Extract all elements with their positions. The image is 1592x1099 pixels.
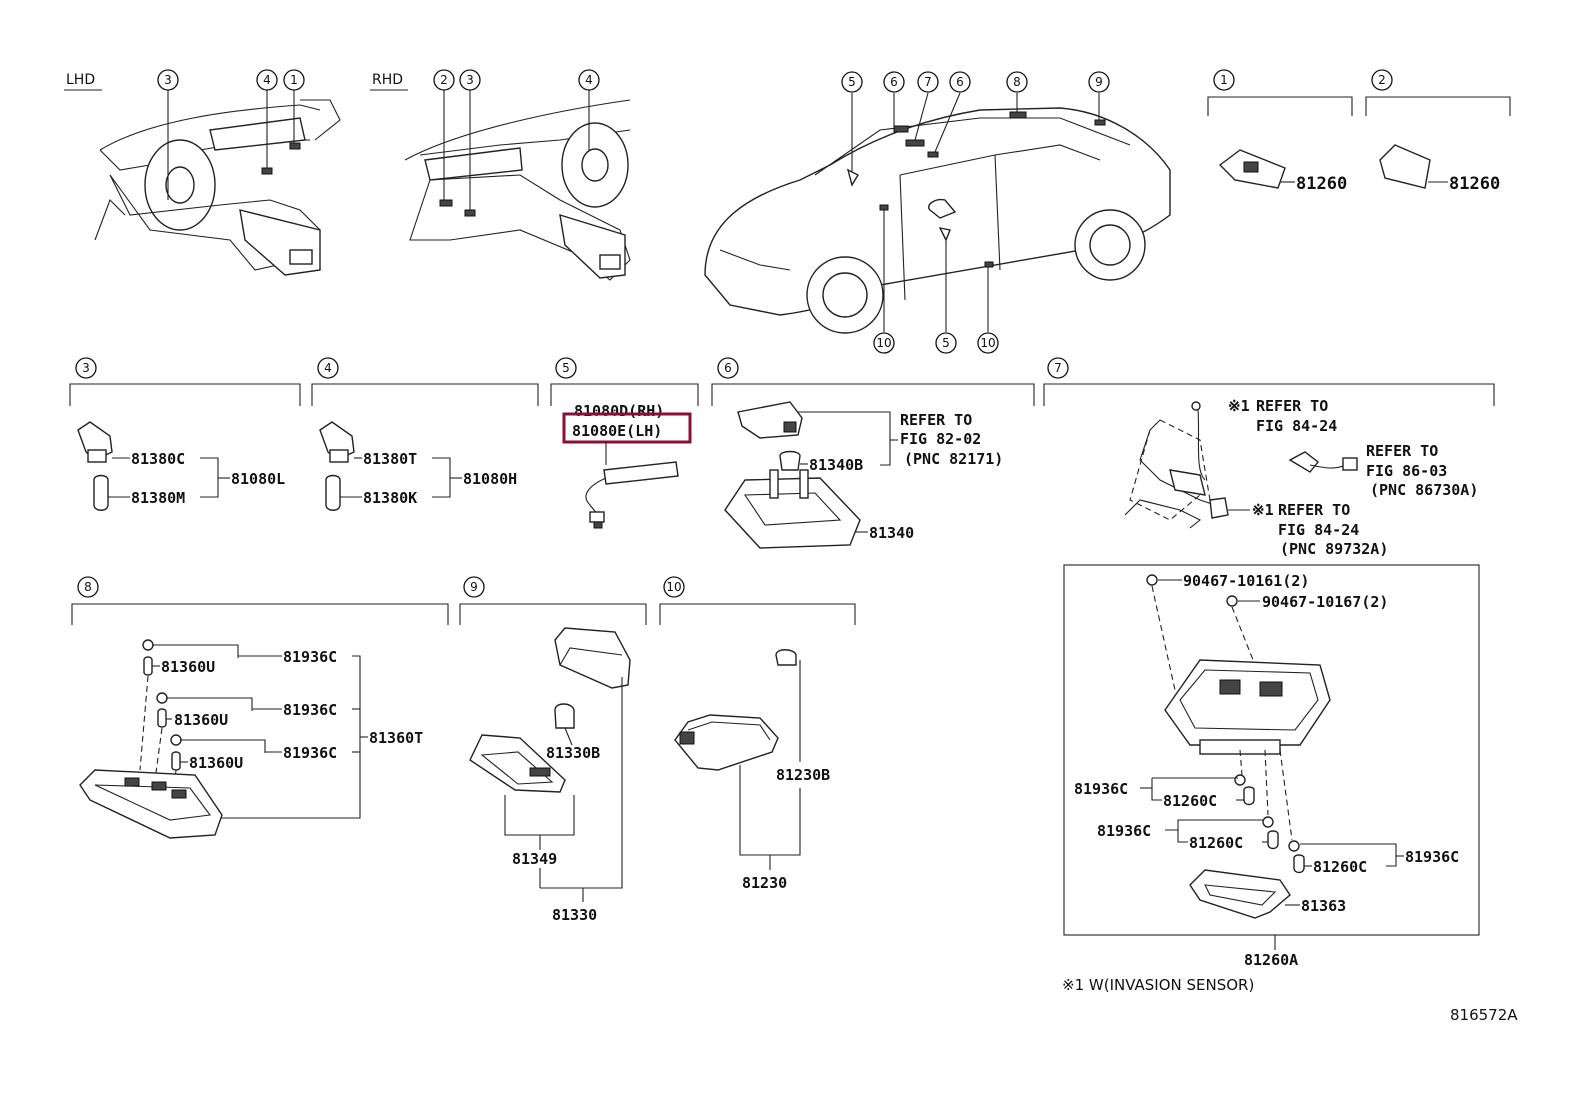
section-2-callout: 2 <box>1378 73 1386 87</box>
car-view <box>704 92 1171 334</box>
section-9-callout: 9 <box>470 580 478 594</box>
section-7-callout: 7 <box>1054 361 1062 375</box>
section-5: 5 81080D(RH) 81080E(LH) <box>550 357 699 529</box>
ref-7a-line2: FIG 84-24 <box>1256 417 1337 435</box>
part-81260c-2: 81260C <box>1189 834 1243 852</box>
callout-8: 8 <box>1013 75 1021 89</box>
callout-4: 4 <box>585 73 593 87</box>
part-81330: 81330 <box>552 906 597 924</box>
ref-7c-line3: (PNC 89732A) <box>1280 540 1388 558</box>
callout-9: 9 <box>1095 75 1103 89</box>
section-1-callout: 1 <box>1220 73 1228 87</box>
ref-7a-mark: ※1 <box>1228 397 1250 415</box>
top-callouts: 3 4 1 2 3 4 5 6 7 6 8 9 10 5 10 <box>157 69 1110 354</box>
callout-10: 10 <box>980 336 995 350</box>
part-81260c-1: 81260C <box>1163 792 1217 810</box>
part-81936c-4: 81936C <box>1074 780 1128 798</box>
part-81260c-3: 81260C <box>1313 858 1367 876</box>
ref-7b-line3: (PNC 86730A) <box>1370 481 1478 499</box>
part-81360t: 81360T <box>369 729 423 747</box>
part-81936c-6: 81936C <box>1405 848 1459 866</box>
callout-2: 2 <box>440 73 448 87</box>
ref-7b-line1: REFER TO <box>1366 442 1438 460</box>
part-81330b: 81330B <box>546 744 600 762</box>
footnote: ※1 W(INVASION SENSOR) <box>1062 976 1254 994</box>
part-81230b: 81230B <box>776 766 830 784</box>
part-81360u-3: 81360U <box>189 754 243 772</box>
section-1: 1 81260 <box>1207 69 1353 194</box>
callout-5: 5 <box>942 336 950 350</box>
callout-7: 7 <box>924 75 932 89</box>
section-3-callout: 3 <box>82 361 90 375</box>
figure-id: 816572A <box>1450 1006 1518 1024</box>
part-81080d: 81080D(RH) <box>574 402 664 420</box>
section-6: 6 REFER TO FIG 82-02 (PNC 82171) 81340B … <box>711 357 1035 549</box>
callout-5: 5 <box>848 75 856 89</box>
part-81380m: 81380M <box>131 489 185 507</box>
ref-7c-line1: REFER TO <box>1278 501 1350 519</box>
part-81080l: 81080L <box>231 470 285 488</box>
part-81260a: 81260A <box>1244 951 1298 969</box>
section-10: 10 81230B 81230 <box>659 576 856 892</box>
part-81080h: 81080H <box>463 470 517 488</box>
callout-1: 1 <box>290 73 298 87</box>
part-81260-b: 81260 <box>1449 174 1500 194</box>
ref-6-line2: FIG 82-02 <box>900 430 981 448</box>
section-2: 2 81260 <box>1365 69 1511 194</box>
part-81936c-5: 81936C <box>1097 822 1151 840</box>
part-90467-10161: 90467-10161(2) <box>1183 572 1309 590</box>
section-8-callout: 8 <box>84 580 92 594</box>
section-7: 7 ※1 REFER TO FIG 84-24 REFER TO FIG 86-… <box>1043 357 1495 558</box>
rhd-label: RHD <box>372 72 403 88</box>
section-8: 8 81360U 81360U 81360U 81936C 81936C 819… <box>71 576 449 839</box>
callout-10: 10 <box>876 336 891 350</box>
part-81380c: 81380C <box>131 450 185 468</box>
highlight-box <box>562 412 692 444</box>
part-81380k: 81380K <box>363 489 417 507</box>
callout-6: 6 <box>890 75 898 89</box>
part-81936c-3: 81936C <box>283 744 337 762</box>
part-81360u-2: 81360U <box>174 711 228 729</box>
lhd-dashboard-view: LHD <box>64 72 341 276</box>
callout-4: 4 <box>263 73 271 87</box>
part-81340: 81340 <box>869 524 914 542</box>
ref-7c-mark: ※1 <box>1252 501 1274 519</box>
section-5-callout: 5 <box>562 361 570 375</box>
callout-6: 6 <box>956 75 964 89</box>
ref-7a-line1: REFER TO <box>1256 397 1328 415</box>
part-81080e: 81080E(LH) <box>572 422 662 440</box>
section-10-callout: 10 <box>666 580 681 594</box>
ref-7c-line2: FIG 84-24 <box>1278 521 1359 539</box>
section-6-callout: 6 <box>724 361 732 375</box>
part-81936c-1: 81936C <box>283 648 337 666</box>
section-9: 9 81330B 81349 81330 <box>459 576 647 924</box>
ref-7b-line2: FIG 86-03 <box>1366 462 1447 480</box>
section-3: 3 81380C 81380M 81080L <box>69 357 301 511</box>
part-81340b: 81340B <box>809 456 863 474</box>
part-81360u-1: 81360U <box>161 658 215 676</box>
part-81936c-2: 81936C <box>283 701 337 719</box>
console-assembly-box: 90467-10161(2) 90467-10167(2) 81936C 812… <box>1063 564 1480 969</box>
callout-3: 3 <box>466 73 474 87</box>
ref-6-line1: REFER TO <box>900 411 972 429</box>
part-81260-a: 81260 <box>1296 174 1347 194</box>
section-4-callout: 4 <box>324 361 332 375</box>
part-81380t: 81380T <box>363 450 417 468</box>
callout-3: 3 <box>164 73 172 87</box>
part-81363: 81363 <box>1301 897 1346 915</box>
part-81349: 81349 <box>512 850 557 868</box>
rhd-dashboard-view: RHD <box>370 72 631 281</box>
part-90467-10167: 90467-10167(2) <box>1262 593 1388 611</box>
section-4: 4 81380T 81380K 81080H <box>311 357 539 511</box>
part-81230: 81230 <box>742 874 787 892</box>
ref-6-line3: (PNC 82171) <box>904 450 1003 468</box>
lhd-label: LHD <box>66 72 95 88</box>
